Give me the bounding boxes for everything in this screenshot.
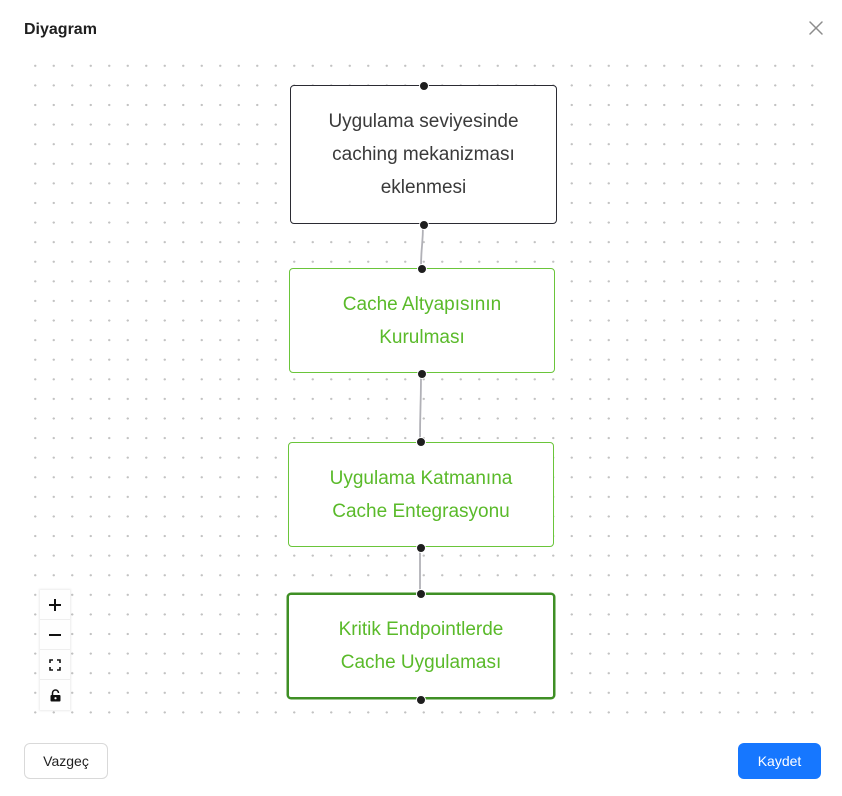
- fit-view-icon: [49, 658, 61, 671]
- node-handle-top[interactable]: [416, 589, 426, 599]
- close-icon: [809, 21, 823, 35]
- zoom-in-button[interactable]: [40, 590, 70, 620]
- fit-view-button[interactable]: [40, 650, 70, 680]
- cancel-button[interactable]: Vazgeç: [24, 743, 108, 779]
- node-handle-top[interactable]: [417, 264, 427, 274]
- node-handle-bottom[interactable]: [416, 543, 426, 553]
- lock-icon: [50, 688, 60, 701]
- zoom-out-button[interactable]: [40, 620, 70, 650]
- node-handle-top[interactable]: [419, 81, 429, 91]
- modal-title: Diyagram: [24, 21, 97, 38]
- node-label: Kritik Endpointlerde Cache Uygulaması: [338, 619, 504, 673]
- diagram-node[interactable]: Uygulama Katmanına Cache Entegrasyonu: [288, 442, 554, 547]
- diagram-node-selected[interactable]: Kritik Endpointlerde Cache Uygulaması: [287, 593, 555, 699]
- diagram-node[interactable]: Uygulama seviyesinde caching mekanizması…: [290, 85, 557, 224]
- node-label: Uygulama Katmanına Cache Entegrasyonu: [329, 467, 513, 522]
- close-button[interactable]: [804, 16, 828, 40]
- node-label: Cache Altyapısının Kurulması: [342, 293, 502, 348]
- save-button[interactable]: Kaydet: [738, 743, 821, 779]
- minus-icon: [49, 633, 61, 636]
- diagram-controls: [40, 590, 70, 710]
- plus-icon: [49, 598, 61, 611]
- diagram-node[interactable]: Cache Altyapısının Kurulması: [289, 268, 555, 373]
- node-handle-bottom[interactable]: [416, 695, 426, 705]
- node-handle-top[interactable]: [416, 437, 426, 447]
- lock-button[interactable]: [40, 680, 70, 710]
- node-handle-bottom[interactable]: [417, 369, 427, 379]
- node-label: Uygulama seviyesinde caching mekanizması…: [328, 111, 519, 198]
- node-handle-bottom[interactable]: [419, 220, 429, 230]
